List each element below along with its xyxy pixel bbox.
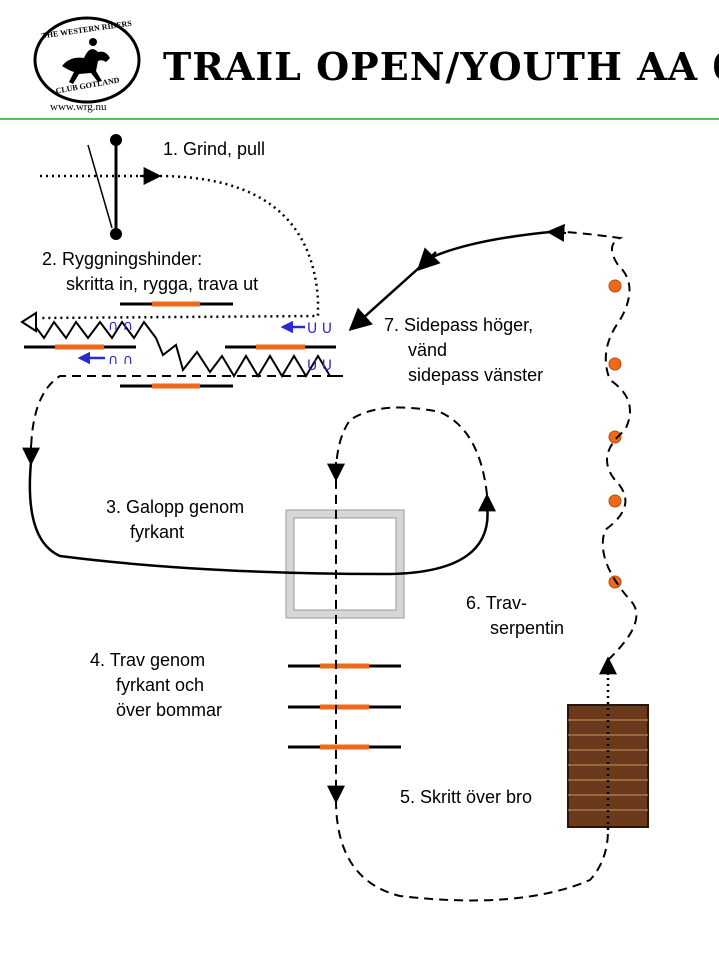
step3-label-line2: fyrkant: [130, 522, 184, 542]
trot-poles: [288, 663, 401, 750]
step5-label: 5. Skritt över bro: [400, 787, 532, 807]
step4-label-line2: fyrkant och: [116, 675, 204, 695]
backup-path: [20, 311, 343, 378]
cone: [608, 357, 622, 371]
cone: [608, 430, 622, 444]
page-title: TRAIL OPEN/YOUTH AA 050824: [163, 44, 719, 89]
step2-label-line2: skritta in, rygga, trava ut: [66, 274, 258, 294]
serpentine-cones: [608, 279, 622, 589]
step2-label-line1: 2. Ryggningshinder:: [42, 249, 202, 269]
lope-box: [285, 509, 405, 619]
step1-label: 1. Grind, pull: [163, 139, 265, 159]
route-dashed-exit: [29, 375, 336, 461]
hoofprint-marker: U U: [307, 321, 332, 337]
step7-label-line2: vänd: [408, 340, 447, 360]
step7-label-line1: 7. Sidepass höger,: [384, 315, 533, 335]
step7-label-line3: sidepass vänster: [408, 365, 543, 385]
hoofprint-marker: ∩ ∩: [108, 352, 133, 368]
horse-rider-icon: [62, 38, 110, 84]
backup-poles: [24, 301, 336, 389]
cone: [608, 279, 622, 293]
route-dashed-serpentine: [551, 230, 638, 661]
step6-label-line2: serpentin: [490, 618, 564, 638]
step4-label-line1: 4. Trav genom: [90, 650, 205, 670]
route-lope: [28, 461, 489, 576]
step3-label-line1: 3. Galopp genom: [106, 497, 244, 517]
cone: [608, 575, 622, 589]
bridge: [567, 704, 649, 828]
route-dotted-gate: [39, 174, 320, 320]
route-path: [22, 167, 638, 902]
route-sidepass: [348, 230, 551, 332]
route-dashed-bridge: [335, 799, 609, 902]
hoofprint-markers: ∩ ∩ U U ∩ ∩ U U: [108, 318, 332, 374]
logo: THE WESTERN RIDERS CLUB GOTLAND: [33, 16, 141, 104]
hoofprint-marker: U U: [307, 358, 332, 374]
step6-label-line1: 6. Trav-: [466, 593, 527, 613]
cone: [608, 494, 622, 508]
route-dashed-trot: [335, 406, 488, 800]
step4-label-line3: över bommar: [116, 700, 222, 720]
blue-direction-arrows: [77, 320, 305, 365]
gate-obstacle: [87, 134, 122, 240]
website-url[interactable]: www.wrg.nu: [50, 101, 107, 113]
hoofprint-marker: ∩ ∩: [108, 318, 133, 334]
